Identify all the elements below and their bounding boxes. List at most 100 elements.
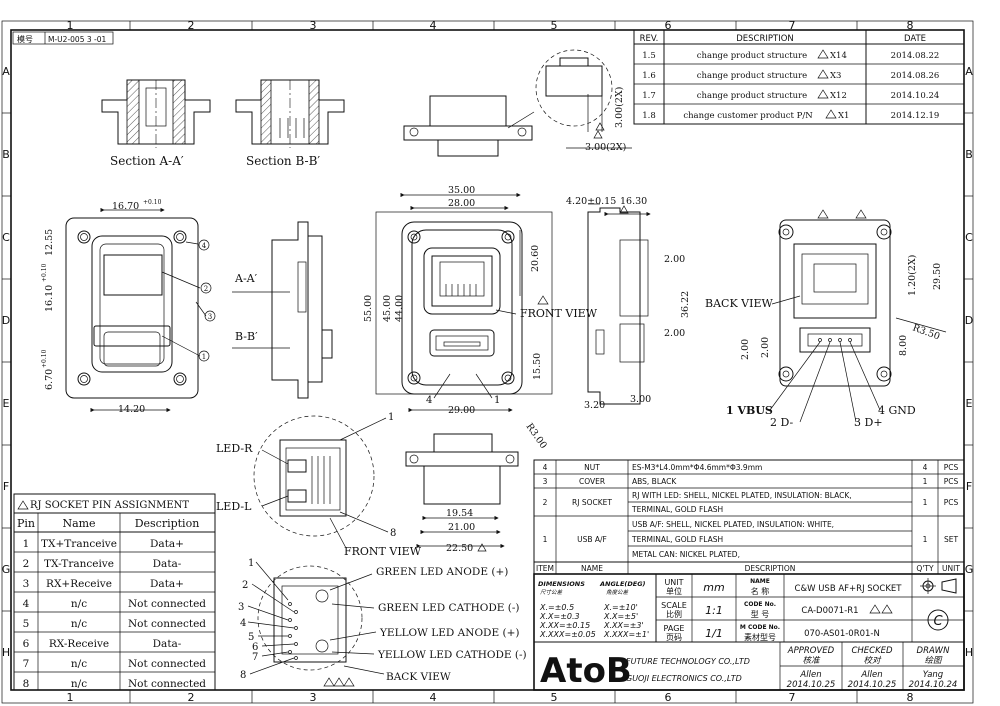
rev-header: REV. <box>640 34 659 44</box>
col-label: 6 <box>665 19 672 32</box>
bottom-view: 19.54 21.00 22.50 <box>405 433 519 554</box>
tb-code-value: CA-D0071-R1 <box>801 606 858 616</box>
tb-checked-sub: 校对 <box>863 655 882 666</box>
rj-pin-number: 7 <box>252 652 258 663</box>
rev-mark: X12 <box>830 91 847 101</box>
rev-date: 2014.08.22 <box>891 51 940 61</box>
company-name-2: GUOJI ELECTRONICS CO.,LTD <box>626 674 742 683</box>
row-label: D <box>965 314 973 327</box>
rev-header: DESCRIPTION <box>736 34 794 44</box>
revision-triangle-icon <box>17 500 29 510</box>
tb-dimensions-sub: 尺寸公差 <box>540 589 563 596</box>
bom-desc: METAL CAN: NICKEL PLATED, <box>632 550 740 559</box>
pin-header: Description <box>135 517 200 530</box>
dim-55-00: 55.00 <box>363 295 374 322</box>
bom-name: RJ SOCKET <box>572 498 612 507</box>
dim-29-00: 29.00 <box>448 405 475 416</box>
bom-header: DESCRIPTION <box>745 564 796 573</box>
row-label: A <box>2 65 10 78</box>
tb-code-label: CODE No. <box>744 601 776 608</box>
bom-unit: PCS <box>944 477 959 486</box>
bom-desc: TERMINAL, GOLD FLASH <box>631 505 723 514</box>
pin-1-label: 1 <box>494 395 500 406</box>
rev-number: 1.6 <box>642 71 656 81</box>
detail-pin-8: 8 <box>390 528 396 539</box>
callout-number: 2 <box>204 285 208 293</box>
copyright-icon: C <box>927 609 949 631</box>
rj-pin-number: 2 <box>242 580 248 591</box>
side-view-right: 4.20±0.15 16.30 2.00 36.22 2.00 3.20 3.0… <box>566 196 691 411</box>
cut-b-label: B-B′ <box>235 330 258 343</box>
dim-16-70-tol: +0.10 <box>143 199 162 206</box>
tb-mcode-sub: 素材型号 <box>744 632 776 642</box>
col-label: 3 <box>310 19 317 32</box>
bom-qty: 4 <box>923 463 928 472</box>
pin-name: n/c <box>71 678 87 690</box>
section-a-view: Section A-A′ <box>101 79 211 168</box>
rev-number: 1.7 <box>642 91 656 101</box>
drawing-id-box: 模号 M-U2-005 3 -01 <box>12 31 114 45</box>
pin-number: 2 <box>23 558 30 570</box>
rj-pin-number: 4 <box>240 618 246 629</box>
pin-name: n/c <box>71 598 87 610</box>
row-label: D <box>2 314 10 327</box>
pin-desc: Data+ <box>150 538 184 550</box>
bom-header: NAME <box>581 564 603 573</box>
dim-2-00-bottom: 2.00 <box>664 328 685 339</box>
bom-item: 3 <box>543 477 548 486</box>
rev-date: 2014.12.19 <box>891 111 940 121</box>
col-label: 5 <box>551 19 558 32</box>
detail-pin-1: 1 <box>388 412 394 423</box>
usb-pin-d-plus: 3 D+ <box>854 416 883 429</box>
rev-mark: X3 <box>830 71 841 81</box>
front-view-label-2: FRONT VIEW <box>344 545 422 558</box>
row-label: H <box>965 646 973 659</box>
dim-3-00: 3.00 <box>630 394 651 405</box>
dim-22-50: 22.50 <box>446 543 473 554</box>
dim-r3-00: R3.00 <box>524 421 549 451</box>
pin-name: RX-Receive <box>49 638 109 650</box>
tb-checked-date: 2014.10.25 <box>848 680 897 690</box>
usb-pin-d-minus: 2 D- <box>770 416 794 429</box>
pin-desc: Data- <box>153 638 182 650</box>
bom-unit: PCS <box>944 498 959 507</box>
tb-checked-name: Allen <box>860 670 882 680</box>
dim-2-00-right: 2.00 <box>760 337 771 358</box>
usb-pin-vbus: 1 VBUS <box>726 404 773 417</box>
row-label: F <box>966 480 972 493</box>
dim-19-54: 19.54 <box>446 508 473 519</box>
pin-4-label: 4 <box>426 395 432 406</box>
section-a-title: Section A-A′ <box>110 154 184 168</box>
bom-table: 4 NUT ES-M3*L4.0mm*Φ4.6mm*Φ3.9mm 4 PCS 3… <box>533 459 965 575</box>
dim-45-00: 45.00 <box>382 295 393 322</box>
bom-unit: SET <box>944 535 958 544</box>
rev-mark: X14 <box>830 51 847 61</box>
bom-desc: TERMINAL, GOLD FLASH <box>631 535 723 544</box>
row-label: E <box>966 397 973 410</box>
rj-pin-number: 3 <box>238 602 244 613</box>
tb-name-label: NAME <box>750 578 770 585</box>
title-block: DIMENSIONS 尺寸公差 ANGLE(DEG) 角度公差 X.=±0.5 … <box>533 573 965 691</box>
revision-triangle-icon <box>477 543 487 552</box>
pin-number: 1 <box>23 538 30 550</box>
tb-drawn-name: Yang <box>923 670 944 680</box>
pin-number: 8 <box>23 678 30 690</box>
cut-a-label: A-A′ <box>234 272 258 285</box>
tb-scale-label: SCALE <box>661 601 687 610</box>
rj-pin-number: 1 <box>248 558 254 569</box>
top-view: 3.00(2X) 3.00(2X) <box>403 49 632 157</box>
bom-desc: USB A/F: SHELL, NICKEL PLATED, INSULATIO… <box>632 520 834 529</box>
dim-8-00: 8.00 <box>898 335 909 356</box>
col-label: 1 <box>67 19 74 32</box>
pin-name: n/c <box>71 658 87 670</box>
row-label: H <box>2 646 10 659</box>
dim-36-22: 36.22 <box>680 291 691 318</box>
dim-3-00-2x: 3.00(2X) <box>585 142 626 153</box>
tb-name-sub: 名 称 <box>751 586 770 596</box>
tb-dim-tol: X.XXX=±0.05 <box>539 630 596 639</box>
tb-checked-label: CHECKED <box>851 646 893 656</box>
dim-1-20-2x: 1.20(2X) <box>907 255 918 296</box>
tb-ang-tol: X.XXX=±1' <box>603 630 649 639</box>
rev-date: 2014.10.24 <box>891 91 940 101</box>
pin-name: RX+Receive <box>46 578 112 590</box>
